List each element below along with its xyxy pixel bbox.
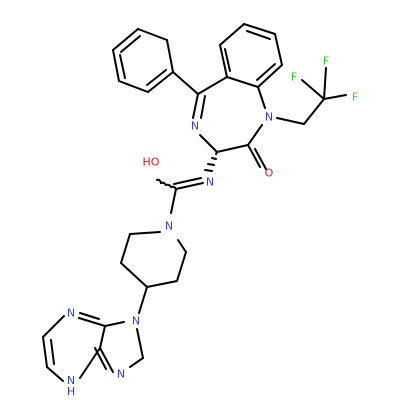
bond bbox=[257, 86, 266, 109]
bond bbox=[112, 49, 120, 82]
bond bbox=[226, 76, 259, 88]
bond bbox=[173, 177, 202, 185]
bond bbox=[136, 328, 144, 359]
bond bbox=[303, 98, 325, 125]
bond bbox=[104, 321, 125, 327]
bond bbox=[42, 336, 48, 368]
bond bbox=[79, 312, 100, 320]
bond bbox=[119, 54, 126, 79]
bond bbox=[177, 239, 187, 253]
bond bbox=[256, 63, 276, 81]
bond bbox=[219, 44, 228, 78]
bond bbox=[172, 71, 199, 95]
bond bbox=[257, 64, 283, 88]
bond bbox=[94, 347, 107, 370]
bond bbox=[137, 28, 168, 41]
bond bbox=[146, 280, 178, 288]
atom-n-amide-ring: N bbox=[265, 111, 273, 124]
bond bbox=[247, 124, 263, 146]
bond bbox=[211, 157, 217, 160]
bond bbox=[197, 76, 228, 95]
bond bbox=[323, 67, 327, 100]
bond bbox=[166, 39, 174, 73]
atom-n-pyrazine-top: N bbox=[67, 307, 75, 320]
bond bbox=[120, 233, 131, 264]
bond bbox=[175, 182, 204, 190]
bond bbox=[219, 23, 245, 46]
atom-n-side-chain: N bbox=[206, 176, 214, 189]
bond bbox=[46, 366, 64, 382]
bond bbox=[301, 79, 325, 100]
atom-o-carbonyl: O bbox=[265, 167, 274, 180]
bond bbox=[42, 315, 65, 338]
bond bbox=[138, 286, 148, 314]
bond bbox=[129, 357, 144, 368]
bond bbox=[50, 339, 55, 365]
atom-f1: F bbox=[323, 55, 329, 68]
bond bbox=[118, 80, 149, 93]
bond bbox=[207, 163, 215, 166]
bond bbox=[274, 33, 283, 66]
atom-n-imidazole-right: N bbox=[132, 315, 140, 328]
bond bbox=[176, 251, 187, 282]
bond bbox=[147, 71, 174, 93]
atom-n-diazepine-imine: N bbox=[191, 120, 199, 133]
bond bbox=[276, 117, 305, 125]
atom-f3: F bbox=[352, 91, 358, 104]
atom-f2: F bbox=[291, 71, 297, 84]
bond bbox=[200, 95, 206, 119]
bond bbox=[170, 188, 177, 214]
bonds bbox=[42, 23, 347, 382]
bond bbox=[146, 69, 167, 86]
atom-n-piperidine: N bbox=[165, 220, 173, 233]
bond bbox=[120, 262, 148, 288]
bond bbox=[215, 151, 218, 155]
bond bbox=[129, 231, 161, 235]
bond bbox=[99, 325, 106, 349]
bond bbox=[254, 148, 267, 170]
bond bbox=[216, 144, 249, 153]
bond bbox=[199, 134, 218, 153]
atom-oh: HO bbox=[143, 156, 160, 169]
bond bbox=[79, 347, 101, 379]
bond bbox=[247, 144, 261, 168]
bond bbox=[156, 178, 177, 190]
bond bbox=[112, 28, 139, 51]
bond bbox=[246, 30, 271, 40]
bond bbox=[323, 94, 347, 100]
bond bbox=[99, 347, 114, 373]
bond bbox=[120, 35, 141, 53]
bond bbox=[224, 48, 231, 72]
bond bbox=[78, 317, 106, 327]
bond bbox=[204, 169, 213, 172]
atom-n-imidazole-left: N bbox=[117, 368, 125, 381]
bond bbox=[243, 23, 276, 35]
bond bbox=[192, 93, 199, 119]
